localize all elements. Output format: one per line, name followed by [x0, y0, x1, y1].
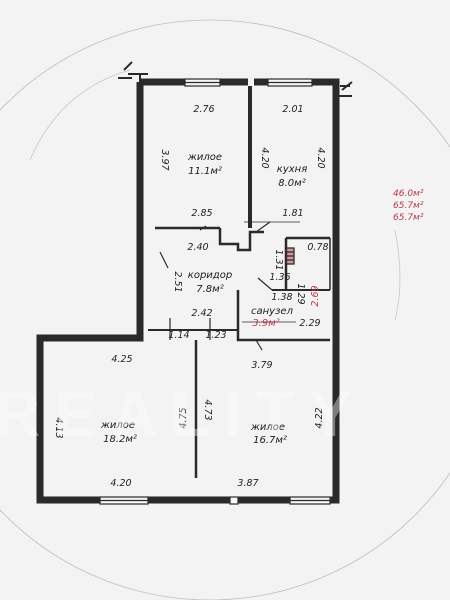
doors: [159, 221, 273, 351]
area-totals: 46.0м² 65.7м² 65.7м²: [393, 189, 424, 223]
dim-label: 2.51: [172, 271, 183, 292]
dim-label: 4.20: [110, 478, 131, 489]
dim-label: 4.25: [111, 354, 132, 365]
total-area-living: 46.0м²: [393, 189, 424, 199]
windows: [99, 78, 331, 505]
dim-label: 1.29: [295, 283, 306, 304]
room-name-living-top: жилое: [187, 152, 222, 163]
total-area-overall: 65.7м²: [393, 213, 424, 223]
dim-label: 4.20: [259, 147, 270, 168]
guide-arc-right: [394, 229, 401, 321]
dim-label: 1.23: [205, 330, 226, 341]
dim-label: 1.14: [168, 330, 189, 341]
room-name-kitchen: кухня: [277, 164, 307, 175]
dim-label: 2.42: [191, 308, 212, 319]
room-area-bathroom: 3.9м²: [252, 318, 279, 329]
room-area-living-right: 16.7м²: [253, 435, 287, 446]
dim-label: 4.22: [314, 407, 325, 428]
dim-label: 0.78: [307, 242, 328, 253]
room-area-living-left: 18.2м²: [103, 434, 137, 445]
dim-label: 1.38: [271, 292, 292, 303]
room-area-kitchen: 8.0м²: [278, 178, 305, 189]
guide-circle: [0, 19, 450, 600]
vent-shaft: [285, 247, 295, 265]
dim-label: 2.85: [191, 208, 212, 219]
interior-walls: [148, 86, 331, 478]
dim-label: 2.69: [310, 285, 321, 306]
dim-label: 2.40: [187, 242, 208, 253]
dim-label: 1.31: [273, 249, 284, 270]
dim-label: 1.81: [282, 208, 303, 219]
room-name-corridor: коридор: [188, 270, 232, 281]
guide-arc: [29, 69, 131, 161]
dim-label: 4.13: [53, 417, 64, 438]
leader-lines: [242, 221, 300, 323]
dim-label: 2.76: [193, 104, 214, 115]
outer-walls: [36, 78, 340, 504]
room-name-living-right: жилое: [250, 422, 285, 433]
dim-label: 2.29: [299, 318, 320, 329]
dim-label: 3.79: [251, 360, 272, 371]
room-area-corridor: 7.8м²: [196, 284, 223, 295]
dim-label: 4.20: [315, 147, 326, 168]
dim-label: 3.97: [159, 149, 170, 170]
watermark: REALITY: [0, 378, 366, 450]
dim-label: 2.01: [282, 104, 303, 115]
dim-label: 4.73: [202, 399, 213, 420]
room-name-living-left: жилое: [100, 420, 135, 431]
wall-ticks: [118, 61, 353, 97]
total-area-general: 65.7м²: [393, 201, 424, 211]
room-area-living-top: 11.1м²: [188, 166, 222, 177]
dim-label: 4.75: [178, 407, 189, 428]
dim-label: 3.87: [237, 478, 258, 489]
dim-label: 1.36: [269, 272, 290, 283]
room-name-bathroom: санузел: [251, 306, 294, 317]
